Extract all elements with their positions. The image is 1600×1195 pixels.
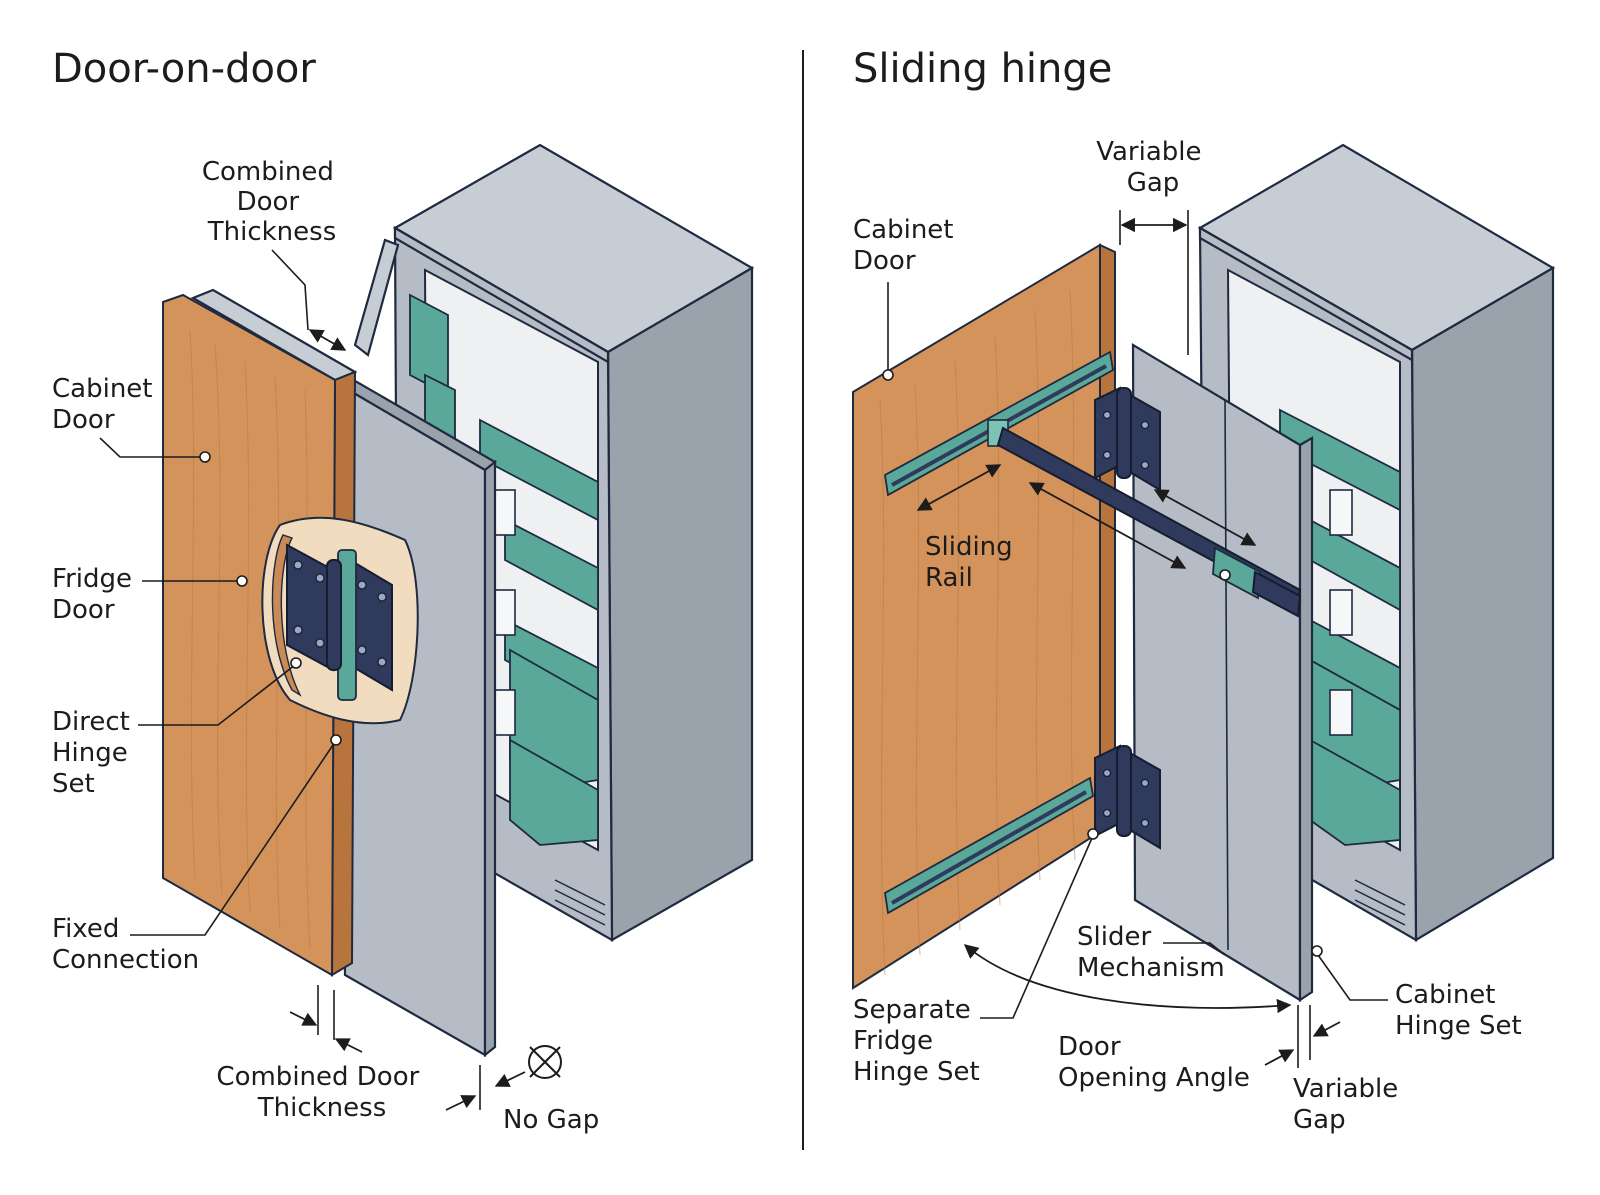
label-right-cabinet-door: Cabinet Door [853, 215, 962, 276]
label-combined-door-thickness-top: Combined Door Thickness [202, 157, 342, 247]
hinge-knuckle [326, 559, 342, 671]
label-variable-gap-bottom: Variable Gap [1293, 1074, 1407, 1135]
label-variable-gap-top: Variable Gap [1096, 137, 1210, 198]
right-panel: Sliding hinge [852, 46, 1556, 1135]
left-panel: Door-on-door [52, 46, 755, 1135]
cabinet-hinge-bottom [1094, 744, 1161, 850]
dimension-arrow-bottom [289, 1011, 318, 1026]
label-sliding-rail: Sliding Rail [925, 532, 1021, 593]
fridge-shelf [479, 418, 599, 522]
left-door-bins [492, 489, 516, 736]
no-gap-cross-icon [528, 1045, 562, 1079]
fridge-shelf [504, 518, 599, 612]
sliding-rail-arrow [916, 464, 1002, 511]
right-panel-title: Sliding hinge [853, 46, 1112, 92]
left-panel-title: Door-on-door [52, 46, 316, 92]
label-fridge-door: Fridge Door [52, 564, 140, 625]
right-sliding-rail-bottom [884, 776, 1094, 915]
label-separate-fridge-hinge-set: Separate Fridge Hinge Set [853, 995, 980, 1087]
label-door-opening-angle: Door Opening Angle [1058, 1032, 1250, 1093]
left-hinge-cutaway [261, 516, 419, 725]
door-opening-angle-arc [963, 944, 1292, 1014]
label-cabinet-door: Cabinet Door [52, 374, 161, 435]
label-no-gap: No Gap [503, 1105, 599, 1135]
crisper-drawer [509, 738, 599, 846]
label-direct-hinge-set: Direct Hinge Set [52, 707, 138, 799]
label-fixed-connection: Fixed Connection [52, 914, 199, 975]
right-cabinet-door [852, 243, 1116, 990]
dimension-arrow-top [308, 329, 347, 351]
label-cabinet-hinge-set: Cabinet Hinge Set [1395, 980, 1522, 1041]
label-combined-door-thickness-bottom: Combined Door Thickness [216, 1062, 427, 1123]
dimension-arrow-bottom [334, 1038, 363, 1053]
cabinet-hinge-top [1094, 386, 1161, 492]
left-fridge-inner-door [353, 238, 456, 442]
